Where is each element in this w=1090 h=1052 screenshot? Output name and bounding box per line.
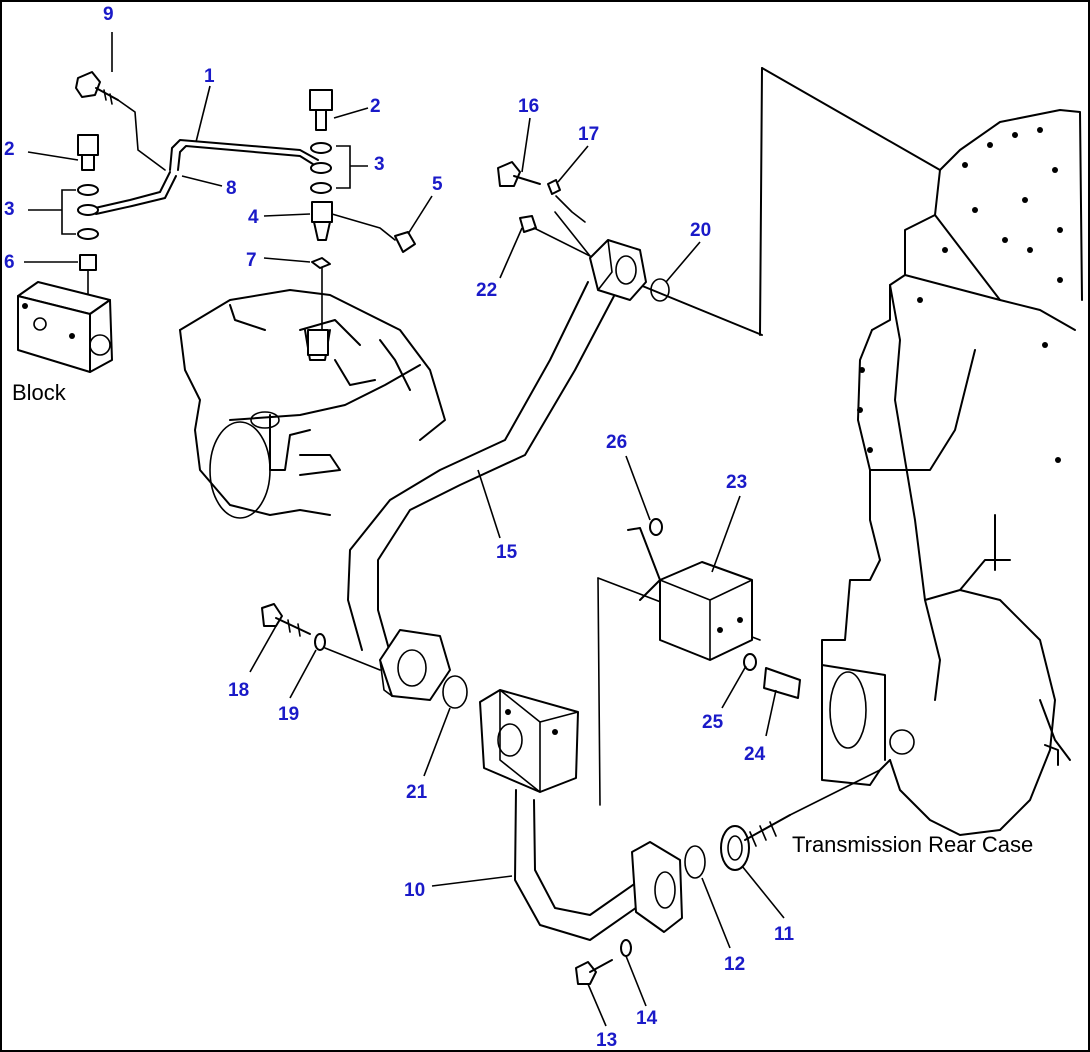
pipe-15-drawing: [347, 239, 647, 701]
callout-8: 8: [226, 178, 237, 199]
o-ring-20: [650, 278, 670, 302]
callout-20: 20: [690, 220, 711, 241]
callout-11: 11: [774, 924, 795, 945]
block-drawing: [17, 281, 113, 373]
callout-12: 12: [724, 954, 745, 975]
callout-22: 22: [476, 280, 497, 301]
callout-numbers: 9 1 2 2 3 3 5 4 8 7 6 16 17 20 22 15 26 …: [4, 4, 795, 1051]
callout-13: 13: [596, 1030, 617, 1051]
callout-4: 4: [248, 207, 259, 228]
housing-drawing: [179, 289, 446, 519]
callout-23: 23: [726, 472, 747, 493]
callout-19: 19: [278, 704, 299, 725]
o-ring-12: [684, 845, 706, 879]
callout-6: 6: [4, 252, 15, 273]
transmission-rear-case-drawing: [639, 67, 1083, 836]
callout-14: 14: [636, 1008, 658, 1029]
callout-24: 24: [744, 744, 766, 765]
tube-assembly-drawing: [75, 71, 416, 356]
pipe-10-drawing: [479, 689, 683, 941]
callout-18: 18: [228, 680, 249, 701]
callout-2-right: 2: [370, 96, 381, 117]
callout-25: 25: [702, 712, 724, 733]
strainer-11-drawing: [720, 769, 881, 871]
callout-10: 10: [404, 880, 425, 901]
callout-3-right: 3: [374, 154, 385, 175]
callout-7: 7: [246, 250, 257, 271]
callout-21: 21: [406, 782, 428, 803]
callout-26: 26: [606, 432, 627, 453]
callout-16: 16: [518, 96, 539, 117]
o-ring-21: [442, 675, 468, 709]
callout-5: 5: [432, 174, 443, 195]
callout-3-left: 3: [4, 199, 15, 220]
callout-17: 17: [578, 124, 599, 145]
bolt-13-drawing: [575, 939, 632, 985]
plate-23-drawing: [597, 518, 801, 806]
bolts-upper-drawing: [497, 161, 591, 257]
callout-15: 15: [496, 542, 518, 563]
callout-9: 9: [103, 4, 114, 25]
block-label: Block: [12, 380, 67, 405]
bolt-18-drawing: [261, 603, 381, 671]
callout-2-left: 2: [4, 139, 15, 160]
transmission-rear-case-label: Transmission Rear Case: [792, 832, 1033, 857]
leader-lines: [24, 32, 785, 1027]
callout-1: 1: [204, 66, 215, 87]
